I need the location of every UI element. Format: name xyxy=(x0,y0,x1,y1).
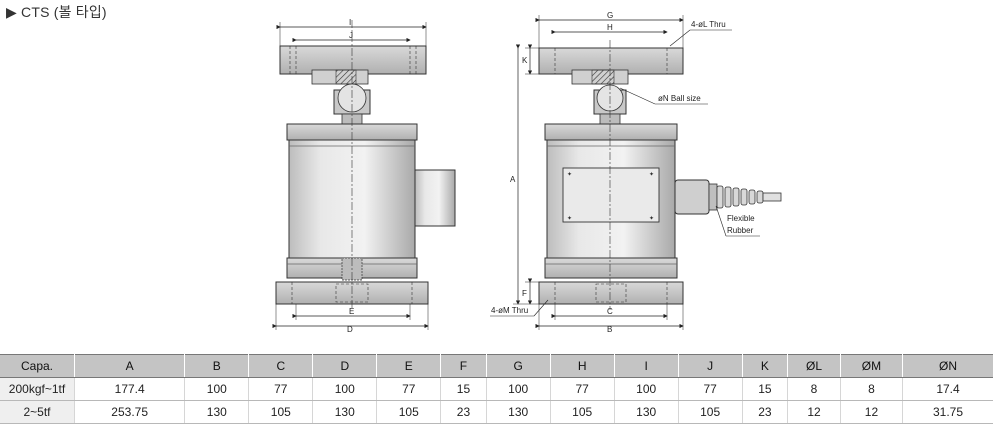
header-cell: H xyxy=(550,355,614,378)
dim-e-label: E xyxy=(349,307,354,316)
header-cell: G xyxy=(486,355,550,378)
value-cell: 23 xyxy=(441,401,486,424)
dim-b-label: B xyxy=(607,325,612,334)
value-cell: 105 xyxy=(550,401,614,424)
header-cell: F xyxy=(441,355,486,378)
value-cell: 100 xyxy=(313,378,377,401)
svg-text:✦: ✦ xyxy=(649,215,654,222)
capacity-cell: 2~5tf xyxy=(0,401,75,424)
header-cell: ØM xyxy=(840,355,902,378)
dim-a-label: A xyxy=(510,175,516,184)
n-ball-label: øN Ball size xyxy=(658,94,701,103)
value-cell: 8 xyxy=(840,378,902,401)
left-view: I J xyxy=(276,18,455,334)
table-row: 2~5tf 253.75 130 105 130 105 23 130 105 … xyxy=(0,401,993,424)
header-cell: A xyxy=(75,355,185,378)
value-cell: 31.75 xyxy=(903,401,993,424)
value-cell: 77 xyxy=(377,378,441,401)
value-cell: 23 xyxy=(742,401,787,424)
svg-text:✦: ✦ xyxy=(567,171,572,178)
value-cell: 105 xyxy=(377,401,441,424)
dim-j-label: J xyxy=(349,31,353,40)
value-cell: 8 xyxy=(788,378,841,401)
header-cell: ØN xyxy=(903,355,993,378)
table-row: 200kgf~1tf 177.4 100 77 100 77 15 100 77… xyxy=(0,378,993,401)
rubber-label: Rubber xyxy=(727,226,754,235)
header-cell: ØL xyxy=(788,355,841,378)
header-cell: B xyxy=(185,355,249,378)
svg-text:✦: ✦ xyxy=(649,171,654,178)
spec-table: Capa. A B C D E F G H I J K ØL ØM ØN 200… xyxy=(0,354,993,424)
load-cell-drawing: I J xyxy=(0,0,993,350)
flexible-label: Flexible xyxy=(727,214,755,223)
value-cell: 100 xyxy=(486,378,550,401)
header-cell: C xyxy=(249,355,313,378)
value-cell: 12 xyxy=(840,401,902,424)
value-cell: 17.4 xyxy=(903,378,993,401)
svg-text:✦: ✦ xyxy=(567,215,572,222)
dim-k-label: K xyxy=(522,56,528,65)
value-cell: 130 xyxy=(614,401,678,424)
dim-h-label: H xyxy=(607,23,613,32)
value-cell: 100 xyxy=(614,378,678,401)
header-cell: I xyxy=(614,355,678,378)
value-cell: 77 xyxy=(550,378,614,401)
dim-g-label: G xyxy=(607,11,613,20)
l-thru-label: 4-øL Thru xyxy=(691,20,726,29)
value-cell: 15 xyxy=(441,378,486,401)
dim-c-label: C xyxy=(607,307,613,316)
spec-header-row: Capa. A B C D E F G H I J K ØL ØM ØN xyxy=(0,355,993,378)
dim-f-label: F xyxy=(522,289,527,298)
value-cell: 12 xyxy=(788,401,841,424)
right-view: G H 4-øL Thru øN Ball size ✦ ✦ ✦ ✦ xyxy=(490,11,781,334)
value-cell: 253.75 xyxy=(75,401,185,424)
value-cell: 177.4 xyxy=(75,378,185,401)
value-cell: 77 xyxy=(249,378,313,401)
value-cell: 15 xyxy=(742,378,787,401)
value-cell: 100 xyxy=(185,378,249,401)
header-cell: E xyxy=(377,355,441,378)
value-cell: 77 xyxy=(678,378,742,401)
header-cell: J xyxy=(678,355,742,378)
m-thru-label: 4-øM Thru xyxy=(491,306,528,315)
value-cell: 130 xyxy=(185,401,249,424)
value-cell: 130 xyxy=(486,401,550,424)
dim-d-label: D xyxy=(347,325,353,334)
value-cell: 105 xyxy=(249,401,313,424)
header-cell: K xyxy=(742,355,787,378)
header-cell: Capa. xyxy=(0,355,75,378)
header-cell: D xyxy=(313,355,377,378)
dim-i-label: I xyxy=(349,18,351,27)
capacity-cell: 200kgf~1tf xyxy=(0,378,75,401)
value-cell: 105 xyxy=(678,401,742,424)
value-cell: 130 xyxy=(313,401,377,424)
